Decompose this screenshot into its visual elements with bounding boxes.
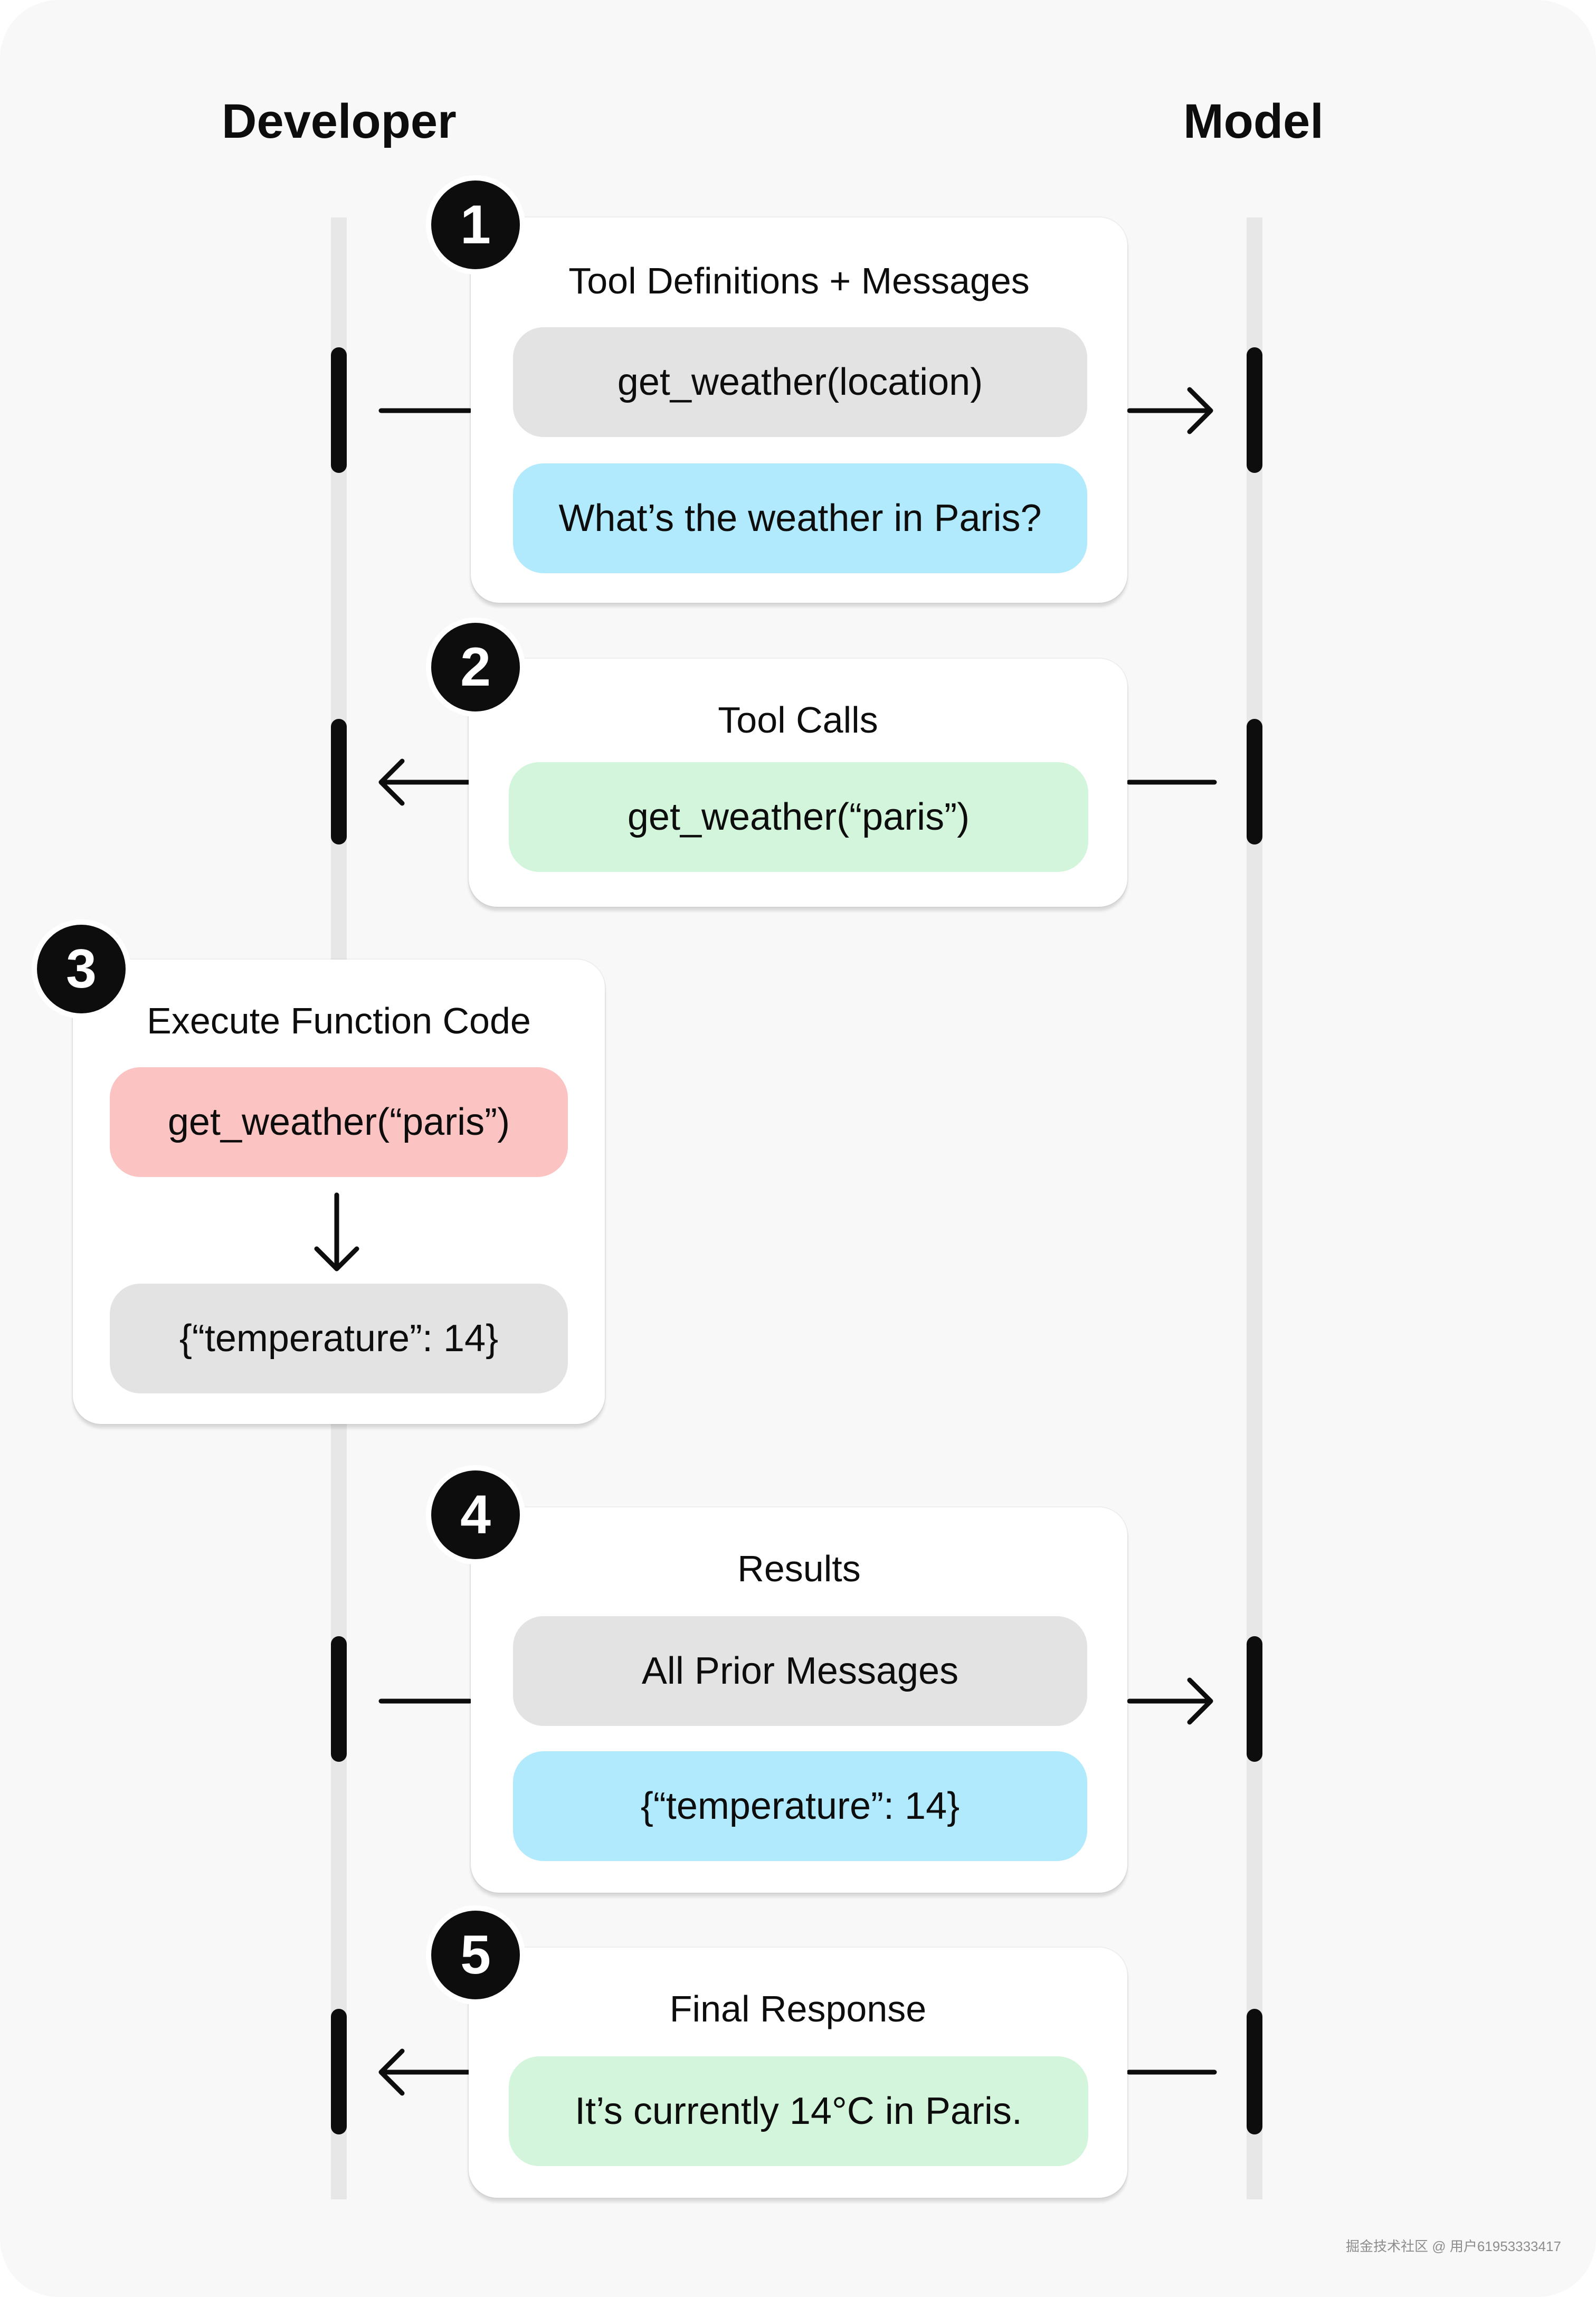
function-call-pill: get_weather(“paris”) [110,1067,568,1177]
model-lane-track [1247,217,1262,2199]
tool-definition-pill: get_weather(location) [513,327,1087,437]
developer-tick-step-5 [331,2009,347,2134]
step-5-left-arrow [378,2048,471,2096]
step-4-title: Results [737,1548,861,1589]
step-3-title: Execute Function Code [147,1000,531,1041]
model-lane-title: Model [1183,94,1324,148]
step-3-card: Execute Function Code get_weather(“paris… [73,960,605,1424]
function-result-pill: {“temperature”: 14} [110,1284,568,1393]
step-5-badge: 5 [431,1911,520,1999]
tool-call-pill: get_weather(“paris”) [509,762,1088,872]
final-response-pill: It’s currently 14°C in Paris. [509,2056,1088,2166]
step-4-left-connector [378,1698,472,1704]
step-1-badge: 1 [431,181,520,269]
watermark: 掘金技术社区 @ 用户61953333417 [1346,2238,1561,2254]
step-4-card: Results All Prior Messages {“temperature… [471,1507,1127,1893]
model-tick-step-1 [1247,347,1262,473]
developer-lane-title: Developer [222,94,457,148]
step-2-card: Tool Calls get_weather(“paris”) [469,659,1127,907]
step-5-card: Final Response It’s currently 14°C in Pa… [469,1948,1127,2198]
step-1-card: Tool Definitions + Messages get_weather(… [471,217,1127,603]
step-5-right-connector [1126,2070,1217,2075]
execution-down-arrow [314,1192,359,1271]
model-tick-step-5 [1247,2009,1262,2134]
step-5-title: Final Response [669,1988,927,2029]
user-message-pill: What’s the weather in Paris? [513,463,1087,573]
step-4-right-arrow [1127,1677,1213,1725]
developer-tick-step-1 [331,347,347,473]
developer-tick-step-4 [331,1636,347,1762]
step-2-right-connector [1126,780,1217,785]
step-4-badge: 4 [431,1470,520,1559]
developer-tick-step-2 [331,719,347,844]
prior-messages-pill: All Prior Messages [513,1616,1087,1726]
model-tick-step-4 [1247,1636,1262,1762]
step-1-left-connector [378,408,472,413]
model-tick-step-2 [1247,719,1262,844]
step-1-title: Tool Definitions + Messages [568,260,1030,301]
step-2-badge: 2 [431,623,520,711]
result-pill: {“temperature”: 14} [513,1751,1087,1861]
step-1-right-arrow [1127,387,1213,434]
step-3-badge: 3 [37,925,126,1013]
step-2-left-arrow [378,758,471,806]
step-2-title: Tool Calls [718,699,878,741]
